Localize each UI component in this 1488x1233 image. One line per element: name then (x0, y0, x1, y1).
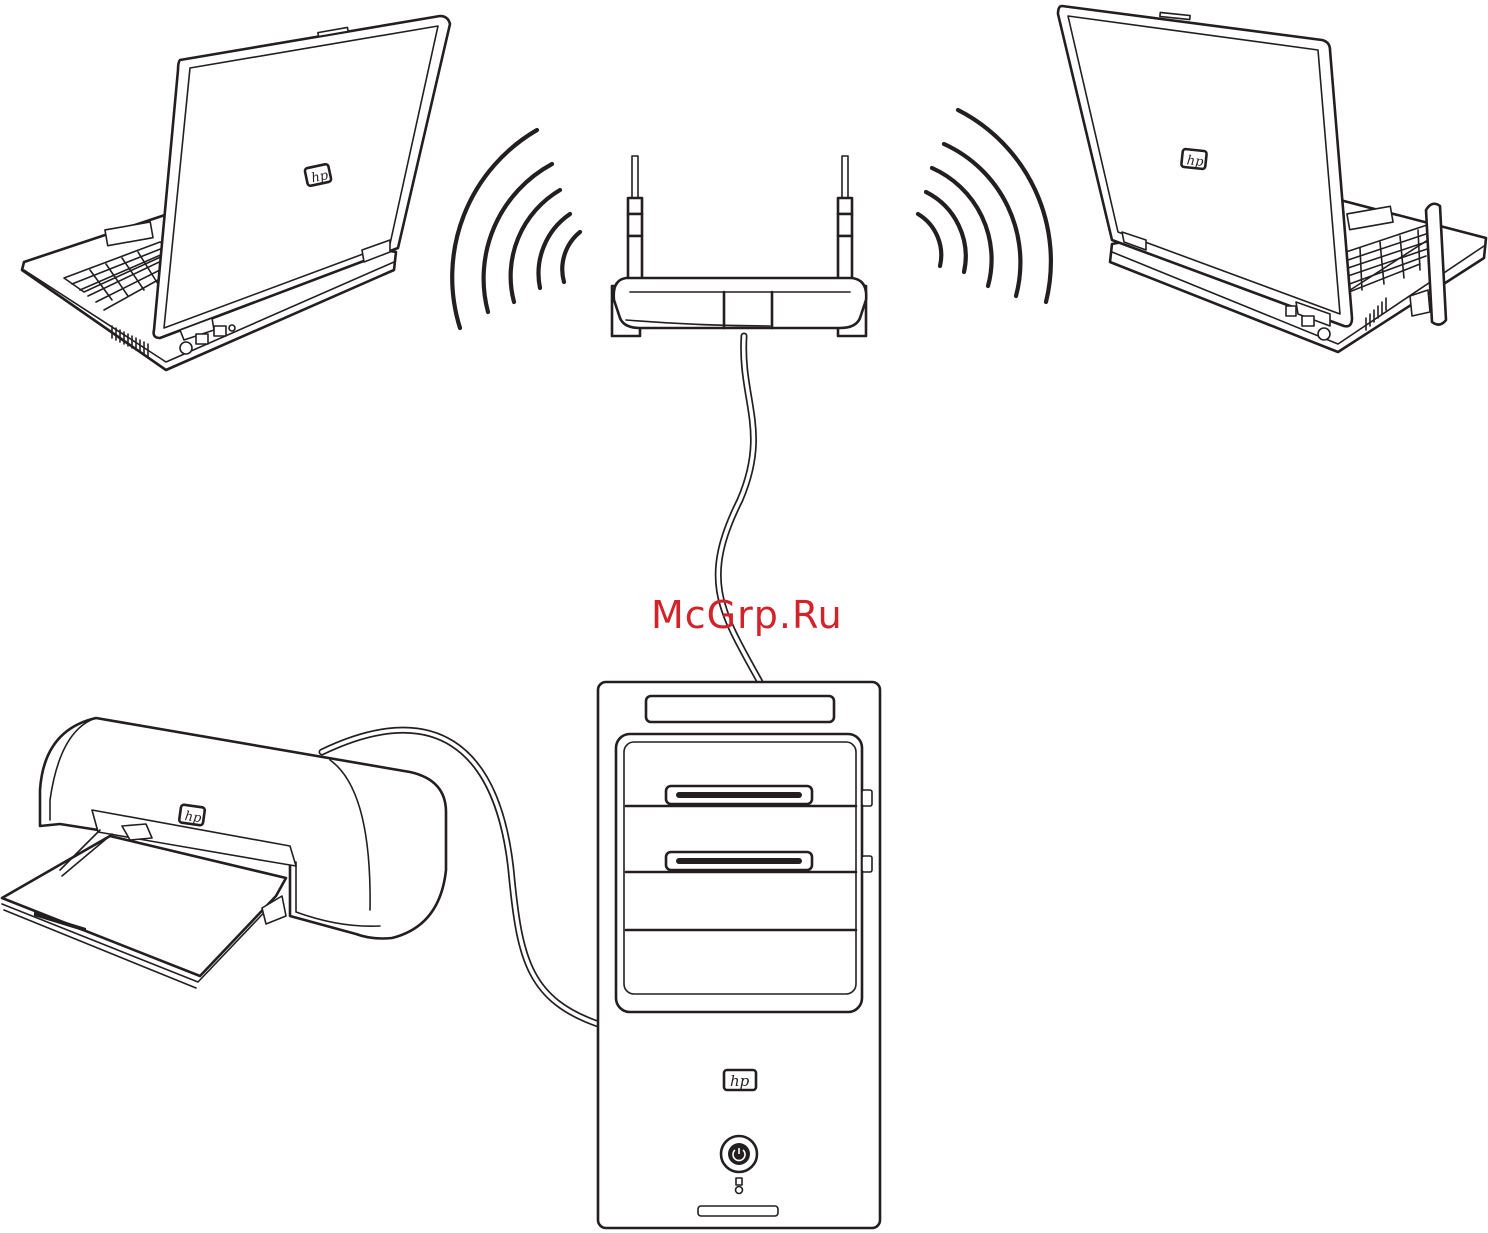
laptop-right-icon: hp (1058, 6, 1486, 352)
wifi-waves-left-icon (452, 130, 580, 328)
watermark-text: McGrp.Ru (651, 596, 843, 634)
laptop-left-icon: hp (22, 16, 450, 370)
router-icon (612, 156, 866, 336)
svg-text:hp: hp (1186, 153, 1205, 170)
wifi-waves-right-icon (918, 110, 1051, 302)
desktop-tower-icon: hp (598, 682, 880, 1228)
svg-text:hp: hp (730, 1072, 750, 1090)
printer-icon: hp (2, 718, 446, 988)
svg-text:hp: hp (184, 809, 203, 826)
